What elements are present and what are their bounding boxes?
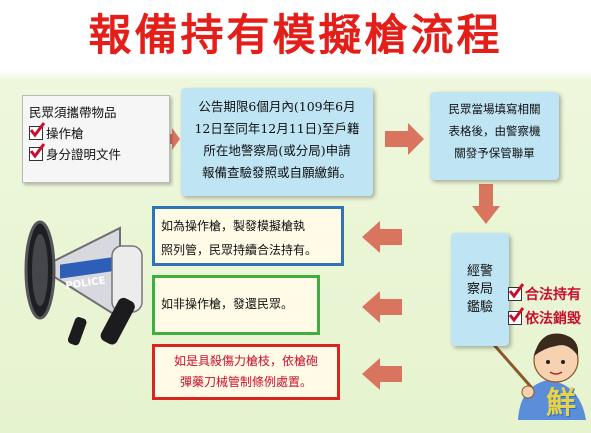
text-line: 如是具殺傷力槍枝，依槍砲 (173, 354, 318, 368)
outcome-return-box: 如非操作槍，發還民眾。 (152, 275, 320, 335)
checkbox-icon (508, 283, 524, 301)
teacher-pointer-icon (484, 333, 586, 420)
text-line: 關發予保管聯單 (454, 146, 535, 160)
arrow-icon (362, 358, 402, 390)
arrow-icon (168, 128, 180, 150)
checkbox-icon (29, 143, 45, 161)
outcome-lethal-weapon-box: 如是具殺傷力槍枝，依槍砲 彈藥刀械管制條例處置。 (152, 344, 340, 400)
result-label: 依法銷毀 (525, 311, 581, 327)
application-period-box: 公告期限6個月內(109年6月 12日至同年12月11日)至戶籍 所在地警察局(… (181, 88, 373, 196)
item-row: 身分證明文件 (29, 143, 163, 165)
result-label: 合法持有 (525, 287, 581, 303)
text-line: 鑑驗 (466, 299, 493, 315)
text-line: 12日至同年12月11日)至戶籍 (194, 121, 360, 136)
police-inspection-box: 經警 察局 鑑驗 (451, 233, 509, 346)
text-line: 報備查驗發照或自願繳銷。 (201, 165, 352, 180)
checkbox-icon (508, 307, 524, 325)
items-heading: 民眾須攜帶物品 (29, 105, 117, 120)
item-row: 操作槍 (29, 122, 163, 144)
text-line: 民眾當場填寫相關 (448, 102, 541, 116)
text-line: 所在地警察局(或分局)申請 (203, 143, 351, 158)
text-line: 表格後，由警察機 (448, 124, 541, 138)
item-label: 操作槍 (46, 126, 84, 141)
result-option: 合法持有 (508, 283, 581, 307)
text-line: 如非操作槍，發還民眾。 (161, 297, 294, 311)
arrow-icon (362, 221, 402, 253)
inspection-results: 合法持有 依法銷毀 (508, 283, 581, 331)
custody-receipt-box: 民眾當場填寫相關 表格後，由警察機 關發予保管聯單 (430, 92, 559, 180)
page-title: 報備持有模擬槍流程 (88, 11, 503, 61)
arrow-icon (362, 291, 402, 323)
text-line: 經警 (466, 263, 493, 279)
text-line: 察局 (466, 281, 493, 297)
text-line: 公告期限6個月內(109年6月 (198, 99, 356, 114)
watermark-logo: 鮮 (546, 386, 576, 421)
arrow-icon (472, 184, 500, 224)
checkbox-icon (29, 122, 45, 140)
arrow-icon (385, 123, 424, 155)
item-label: 身分證明文件 (46, 147, 122, 162)
text-line: 照列管，民眾持續合法持有。 (161, 243, 318, 257)
text-line: 彈藥刀械管制條例處置。 (179, 375, 312, 389)
items-to-bring-box: 民眾須攜帶物品 操作槍 身分證明文件 (22, 95, 170, 183)
outcome-operation-gun-box: 如為操作槍，製發模擬槍執 照列管，民眾持續合法持有。 (152, 206, 344, 266)
megaphone-icon: POLICE (24, 220, 143, 346)
result-option: 依法銷毀 (508, 307, 581, 331)
text-line: 如為操作槍，製發模擬槍執 (161, 219, 306, 233)
